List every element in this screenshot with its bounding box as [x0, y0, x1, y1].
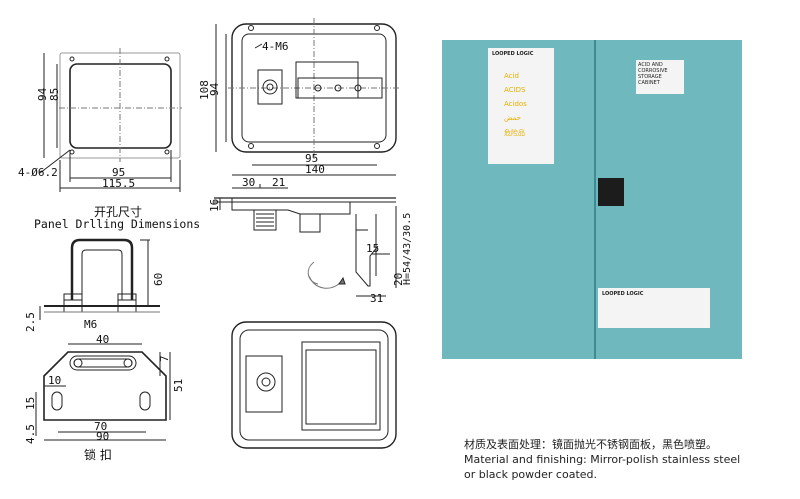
bracket-dim-40: 40 — [96, 333, 110, 346]
technical-drawing — [35, 18, 400, 449]
side-dim-21: 21 — [272, 176, 286, 189]
latch-side-view — [214, 184, 397, 297]
ubolt-height-60: 60 — [152, 272, 165, 286]
u-bolt-view — [39, 238, 160, 320]
ubolt-thread: M6 — [84, 318, 98, 331]
caption-en-2: or black powder coated. — [464, 468, 597, 481]
bracket-dim-90: 90 — [96, 430, 110, 443]
cutout-holes: 4-Ø6.2 — [18, 166, 58, 179]
cutout-height-85: 85 — [48, 87, 61, 101]
latch-front-view — [215, 18, 400, 176]
warning-line-4: حمض — [504, 114, 521, 122]
bracket-dim-4-5: 4.5 — [24, 424, 37, 444]
cutout-title-cn: 开孔尺寸 — [94, 205, 143, 219]
bracket-dim-51: 51 — [172, 378, 185, 392]
side-dim-20: 20 — [392, 272, 405, 286]
warning-line-2: ACIDS — [504, 86, 526, 94]
warning-label: LOOPED LOGIC Acid ACIDS Acidos حمض 危险品 — [488, 48, 554, 164]
bottom-label: LOOPED LOGIC — [598, 288, 710, 328]
bracket-title-cn: 锁 扣 — [84, 448, 112, 462]
panel-cutout-view — [39, 48, 182, 192]
side-dim-31: 31 — [370, 292, 384, 305]
bracket-dim-15: 15 — [24, 396, 37, 410]
side-dim-16: 16 — [208, 198, 221, 212]
front-height-94: 94 — [208, 82, 221, 96]
latch-top-view — [231, 321, 397, 449]
door-seam — [594, 40, 596, 359]
warning-line-5: 危险品 — [504, 129, 525, 137]
cutout-title-en: Panel Drlling Dimensions — [34, 217, 201, 231]
warning-line-1: Acid — [504, 72, 519, 80]
door-handle — [598, 178, 624, 206]
ubolt-thickness: 2.5 — [24, 312, 37, 332]
caption-cn: 材质及表面处理：镜面抛光不锈钢面板，黑色喷塑。 — [464, 438, 717, 451]
side-label-text: ACID AND CORROSIVE STORAGE CABINET — [638, 62, 668, 86]
front-width-95: 95 — [305, 152, 319, 165]
label-brand: LOOPED LOGIC — [492, 51, 534, 57]
cutout-width-95: 95 — [112, 166, 126, 179]
bracket-dim-7: 7 — [158, 355, 171, 362]
front-width-140: 140 — [305, 163, 325, 176]
bracket-dim-70: 70 — [94, 420, 108, 433]
bottom-label-text: LOOPED LOGIC — [602, 291, 644, 297]
side-dim-15: 15 — [366, 242, 380, 255]
cutout-width-115: 115.5 — [102, 177, 136, 190]
side-dim-30: 30 — [242, 176, 256, 189]
front-bolts: 4-M6 — [262, 40, 289, 53]
caption-en-1: Material and finishing: Mirror-polish st… — [464, 453, 741, 466]
product-photo: LOOPED LOGIC Acid ACIDS Acidos حمض 危险品 A… — [440, 26, 748, 359]
warning-line-3: Acidos — [504, 100, 527, 108]
bracket-dim-10: 10 — [48, 374, 62, 387]
side-label: ACID AND CORROSIVE STORAGE CABINET — [636, 60, 684, 94]
bracket-view — [35, 343, 171, 441]
